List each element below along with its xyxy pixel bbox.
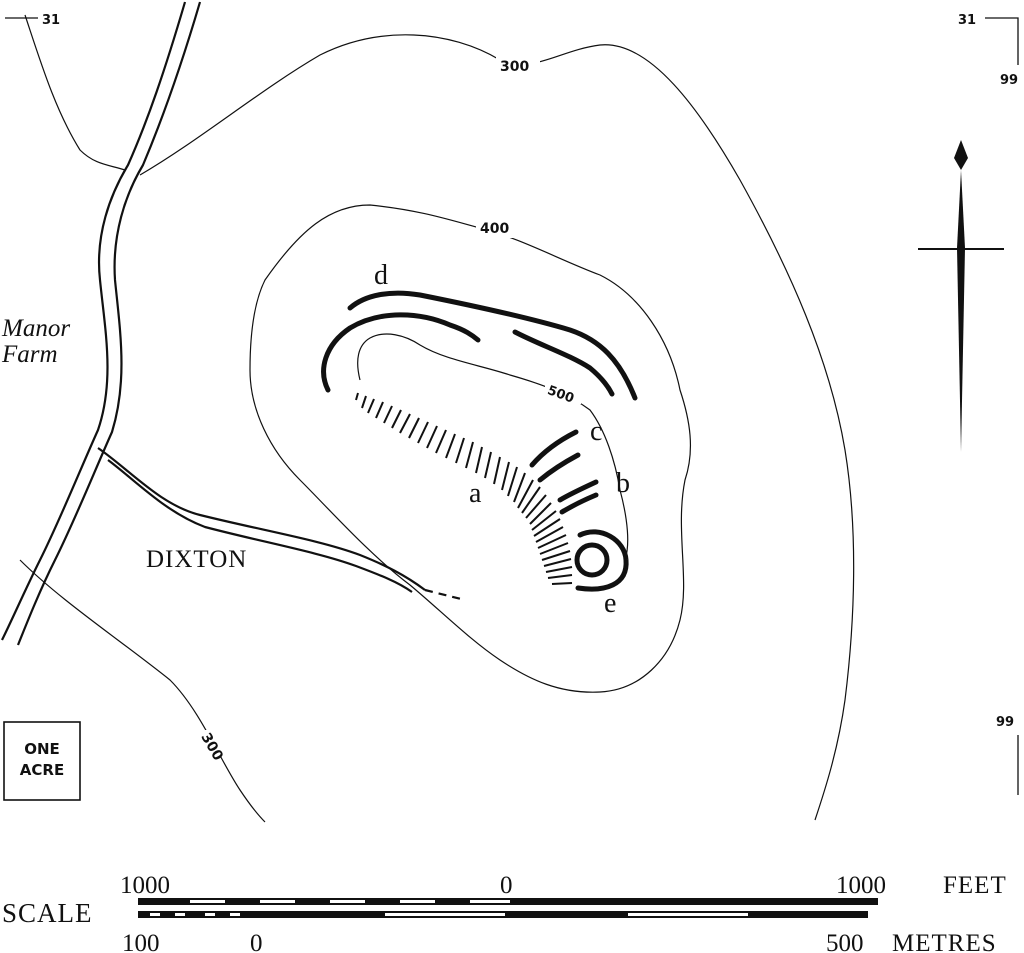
contour-300-upper	[139, 34, 855, 821]
one-acre-line2: ACRE	[20, 761, 64, 779]
scale-bar	[138, 898, 878, 918]
place-dixton: DIXTON	[146, 546, 247, 573]
one-acre-line1: ONE	[24, 740, 60, 758]
grid-label-right-top: 99	[1000, 73, 1018, 88]
bank-d-inner-east	[512, 329, 615, 397]
contour-label-300-top: 300	[500, 59, 529, 75]
scale-metres-right: 500	[826, 930, 864, 953]
stream-line	[24, 14, 126, 171]
bank-c-1	[529, 429, 579, 468]
scale-metres-zero: 0	[250, 930, 263, 953]
grid-label-top-right: 31	[958, 13, 976, 28]
feature-label-d: d	[374, 260, 388, 291]
scale-metres-unit: METRES	[892, 930, 997, 953]
contour-500	[357, 333, 629, 561]
north-arrow-icon	[918, 140, 1004, 452]
feature-label-b: b	[616, 468, 630, 499]
contour-300-lower	[19, 559, 266, 823]
bank-c-2	[537, 452, 581, 483]
scale-feet-right: 1000	[836, 872, 886, 899]
scale-feet-left: 1000	[120, 872, 170, 899]
bank-b-1	[557, 479, 599, 503]
scarp-hachures-a	[355, 392, 573, 585]
grid-label-top-left: 31	[42, 13, 60, 28]
scale-metres-left: 100	[122, 930, 160, 953]
grid-marks	[5, 17, 1019, 795]
feature-label-e: e	[604, 588, 616, 619]
contour-label-400: 400	[480, 221, 509, 237]
bank-e-outer	[575, 529, 629, 592]
feature-label-c: c	[590, 416, 602, 447]
bank-d-inner-west	[321, 312, 481, 393]
road-west	[1, 1, 202, 646]
bank-e-ring	[574, 542, 610, 578]
place-manor-farm-line1: Manor	[1, 315, 70, 342]
scale-feet-unit: FEET	[943, 872, 1007, 899]
grid-label-right-bottom: 99	[996, 715, 1014, 730]
place-manor-farm-line2: Farm	[1, 341, 58, 368]
ramparts	[321, 290, 638, 592]
scale-label: SCALE	[2, 898, 93, 928]
one-acre-box	[3, 721, 81, 801]
scale-feet-zero: 0	[500, 872, 513, 899]
feature-label-a: a	[469, 478, 482, 509]
bank-d-outer	[347, 290, 638, 401]
road-dixton-lane	[97, 447, 466, 602]
bank-b-2	[559, 492, 599, 515]
